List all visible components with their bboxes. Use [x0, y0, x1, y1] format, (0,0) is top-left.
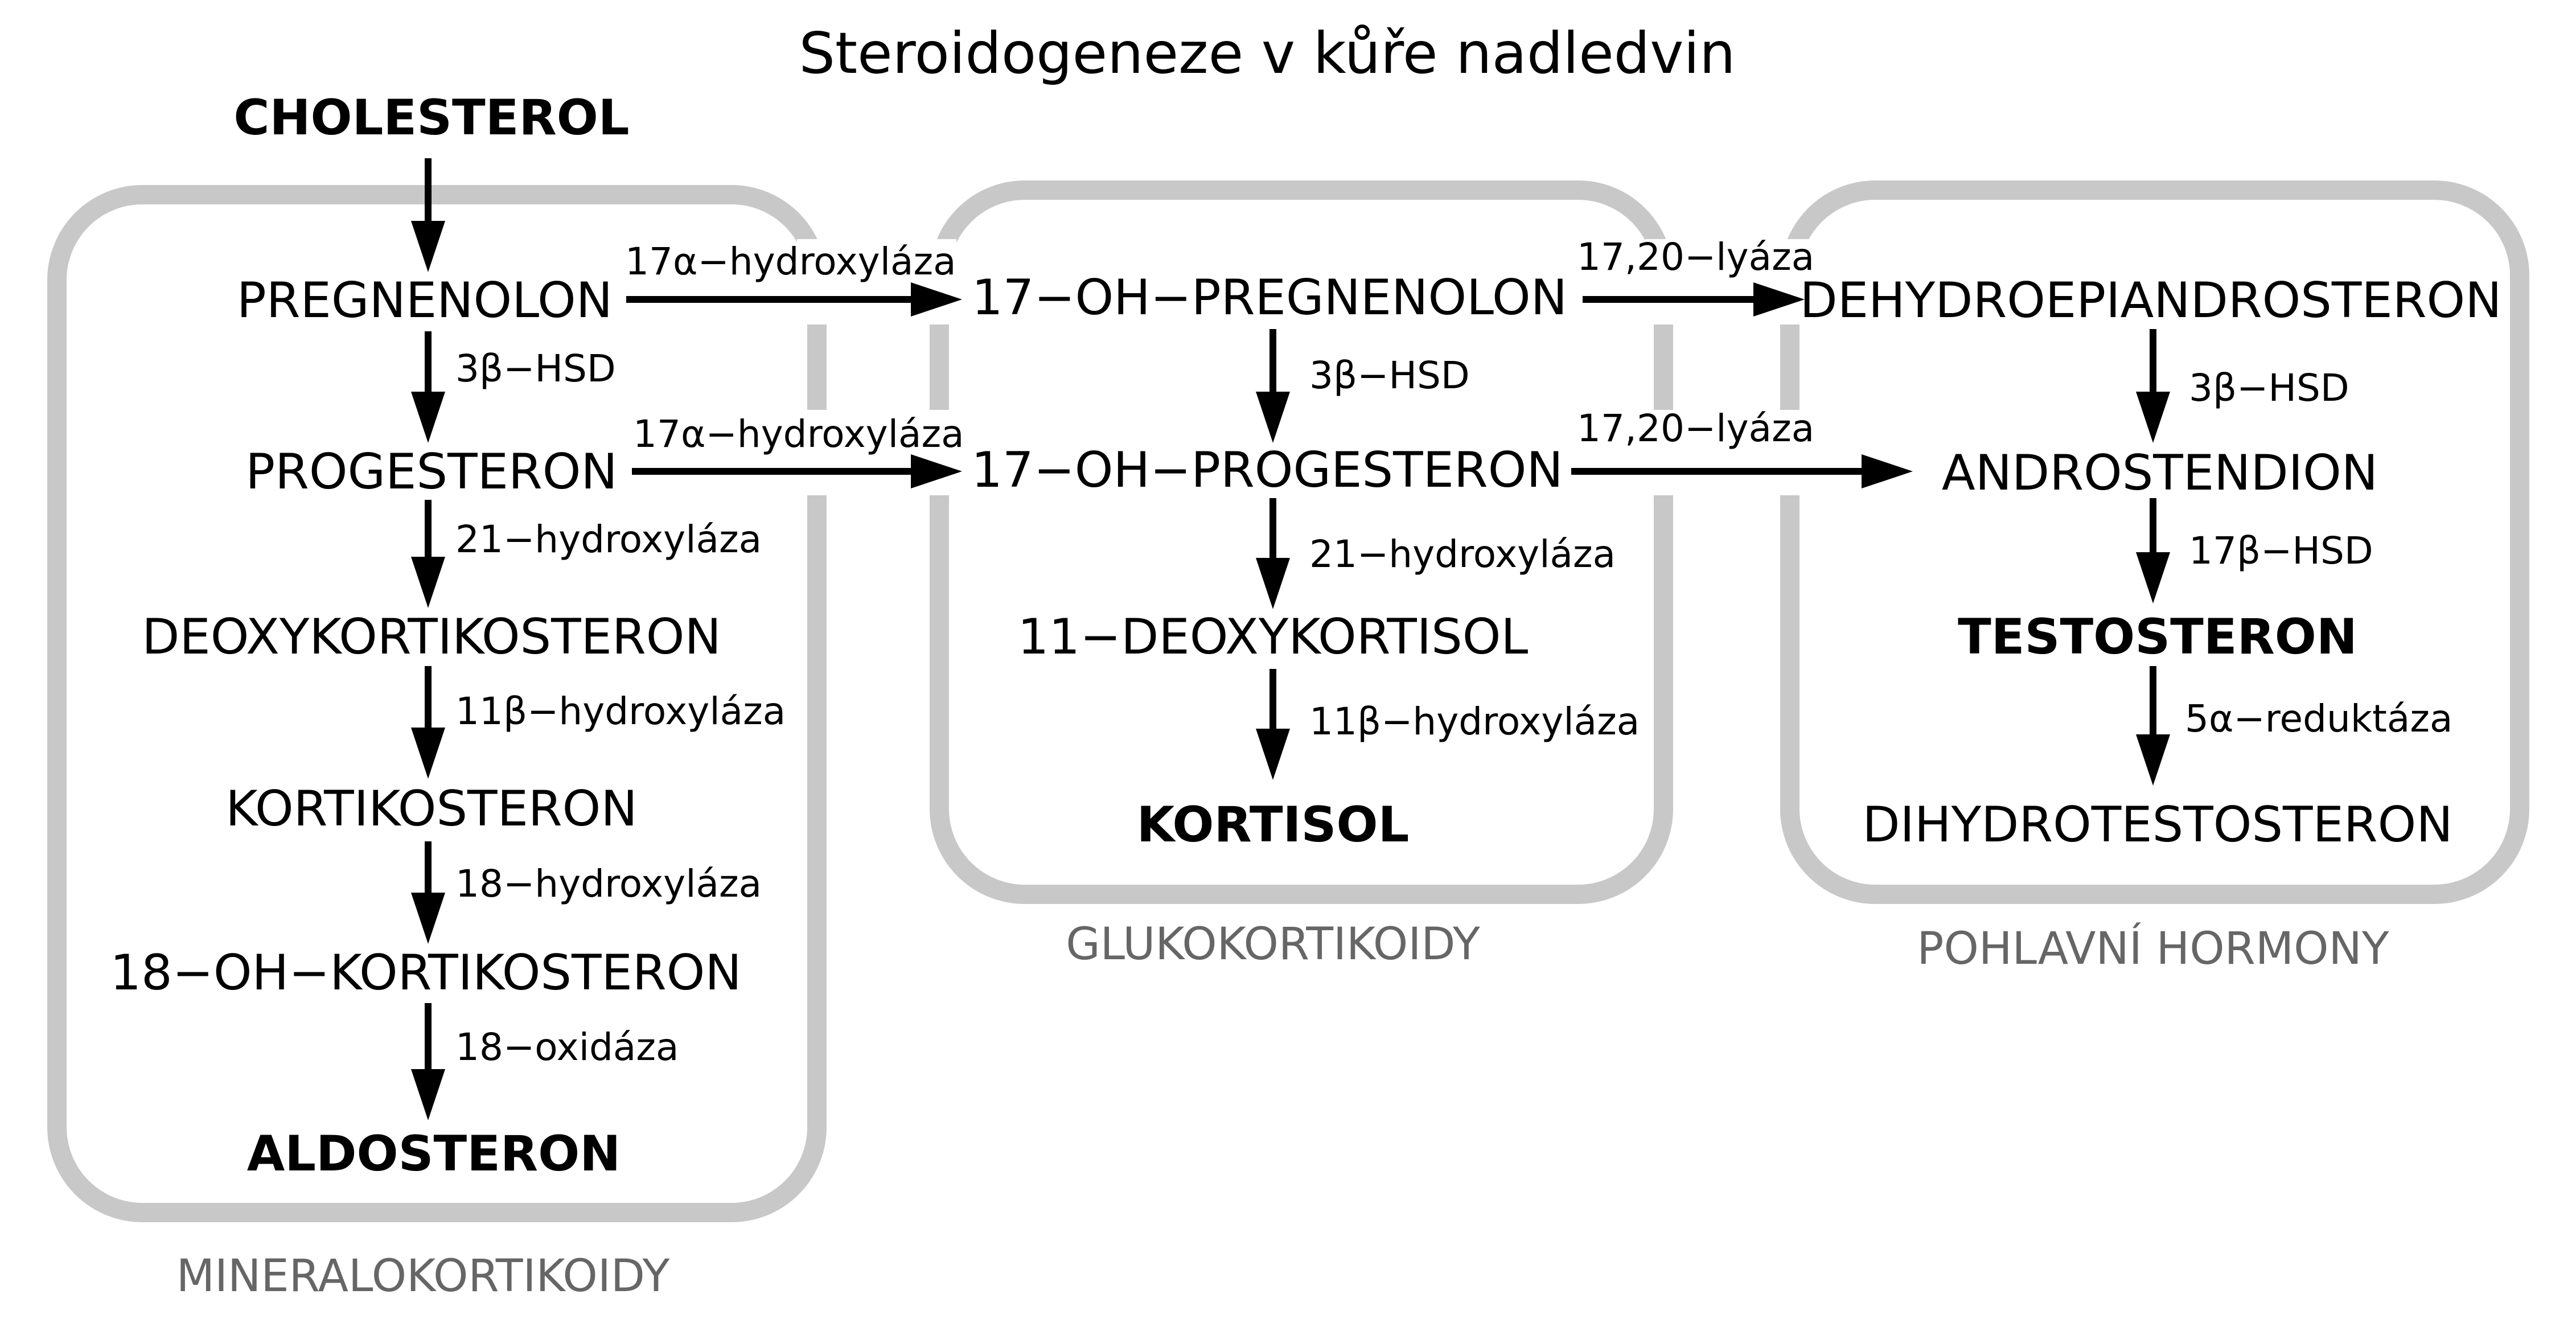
- compound-dehydroepiandrosteron: DEHYDROEPIANDROSTERON: [1799, 272, 2501, 329]
- compound-androstendion: ANDROSTENDION: [1942, 445, 2378, 502]
- enzyme-3b-hsd-1: 3β−HSD: [455, 347, 616, 391]
- arrows: [411, 158, 2170, 1120]
- diagram-title: Steroidogeneze v kůře nadledvin: [799, 20, 1735, 87]
- enzyme-5a-reduktaza: 5α−reduktáza: [2185, 697, 2452, 741]
- box-gap: [1645, 239, 1691, 324]
- arrow-head: [411, 893, 445, 944]
- compound-dihydrotestosteron: DIHYDROTESTOSTERON: [1862, 796, 2452, 853]
- enzyme-17a-hydroxylaza-2: 17α−hydroxyláza: [633, 412, 964, 456]
- arrow-head: [1256, 729, 1290, 780]
- group-box-mineralokortikoidy: [47, 185, 827, 1222]
- compound-17-oh-pregnenolon: 17−OH−PREGNENOLON: [972, 269, 1567, 326]
- compound-kortikosteron: KORTIKOSTERON: [225, 780, 637, 837]
- compound-cholesterol: CHOLESTEROL: [233, 89, 629, 146]
- box-gap: [797, 410, 843, 495]
- enzyme-17-20-lyaza-1: 17,20−lyáza: [1577, 235, 1814, 279]
- arrow-head: [411, 1069, 445, 1120]
- group-label-pohlavni-hormony: POHLAVNÍ HORMONY: [1917, 922, 2389, 975]
- arrow-head: [411, 728, 445, 779]
- enzyme-18-oxidaza: 18−oxidáza: [455, 1025, 679, 1069]
- compound-17-oh-progesteron: 17−OH−PROGESTERON: [971, 442, 1563, 499]
- compound-aldosteron: ALDOSTERON: [247, 1125, 621, 1182]
- compound-testosteron: TESTOSTERON: [1958, 609, 2357, 665]
- compound-pregnenolon: PREGNENOLON: [237, 272, 613, 329]
- arrow-head: [411, 221, 445, 272]
- box-gap: [1770, 410, 1810, 495]
- enzyme-3b-hsd-3: 3β−HSD: [2189, 366, 2349, 410]
- enzyme-17-20-lyaza-2: 17,20−lyáza: [1577, 406, 1814, 450]
- compound-deoxykortikosteron: DEOXYKORTIKOSTERON: [142, 609, 721, 665]
- arrow-head: [911, 454, 962, 488]
- group-box-pohlavni-hormony: [1780, 180, 2529, 904]
- enzyme-17a-hydroxylaza-1: 17α−hydroxyláza: [625, 240, 956, 284]
- arrow-head: [1862, 454, 1913, 488]
- enzyme-11b-hydroxylaza-1: 11β−hydroxyláza: [455, 689, 786, 733]
- compound-11-deoxykortisol: 11−DEOXYKORTISOL: [1018, 609, 1529, 665]
- group-label-mineralokortikoidy: MINERALOKORTIKOIDY: [176, 1251, 670, 1302]
- arrow-head: [411, 557, 445, 608]
- box-gap: [1645, 410, 1691, 495]
- arrow-head: [2136, 734, 2170, 786]
- compound-kortisol: KORTISOL: [1137, 796, 1410, 853]
- box-gap: [797, 239, 843, 324]
- arrow-head: [411, 392, 445, 443]
- compound-progesteron: PROGESTERON: [245, 443, 618, 500]
- box-gap: [1770, 239, 1810, 324]
- arrow-head: [2136, 392, 2170, 443]
- arrow-head: [911, 282, 962, 317]
- group-box-glukokortikoidy: [930, 180, 1673, 904]
- arrow-head: [1256, 558, 1290, 609]
- arrow-head: [2136, 552, 2170, 603]
- arrow-head: [1256, 392, 1290, 443]
- group-label-glukokortikoidy: GLUKOKORTIKOIDY: [1066, 919, 1480, 970]
- enzyme-17b-hsd: 17β−HSD: [2189, 529, 2373, 573]
- enzyme-11b-hydroxylaza-2: 11β−hydroxyláza: [1309, 700, 1640, 743]
- compound-18-oh-kortikosteron: 18−OH−KORTIKOSTERON: [110, 944, 741, 1001]
- enzyme-18-hydroxylaza: 18−hydroxyláza: [455, 862, 762, 906]
- enzyme-21-hydroxylaza-2: 21−hydroxyláza: [1309, 532, 1616, 576]
- enzyme-3b-hsd-2: 3β−HSD: [1309, 354, 1470, 397]
- enzyme-21-hydroxylaza-1: 21−hydroxyláza: [455, 517, 762, 561]
- arrow-head: [1753, 282, 1805, 317]
